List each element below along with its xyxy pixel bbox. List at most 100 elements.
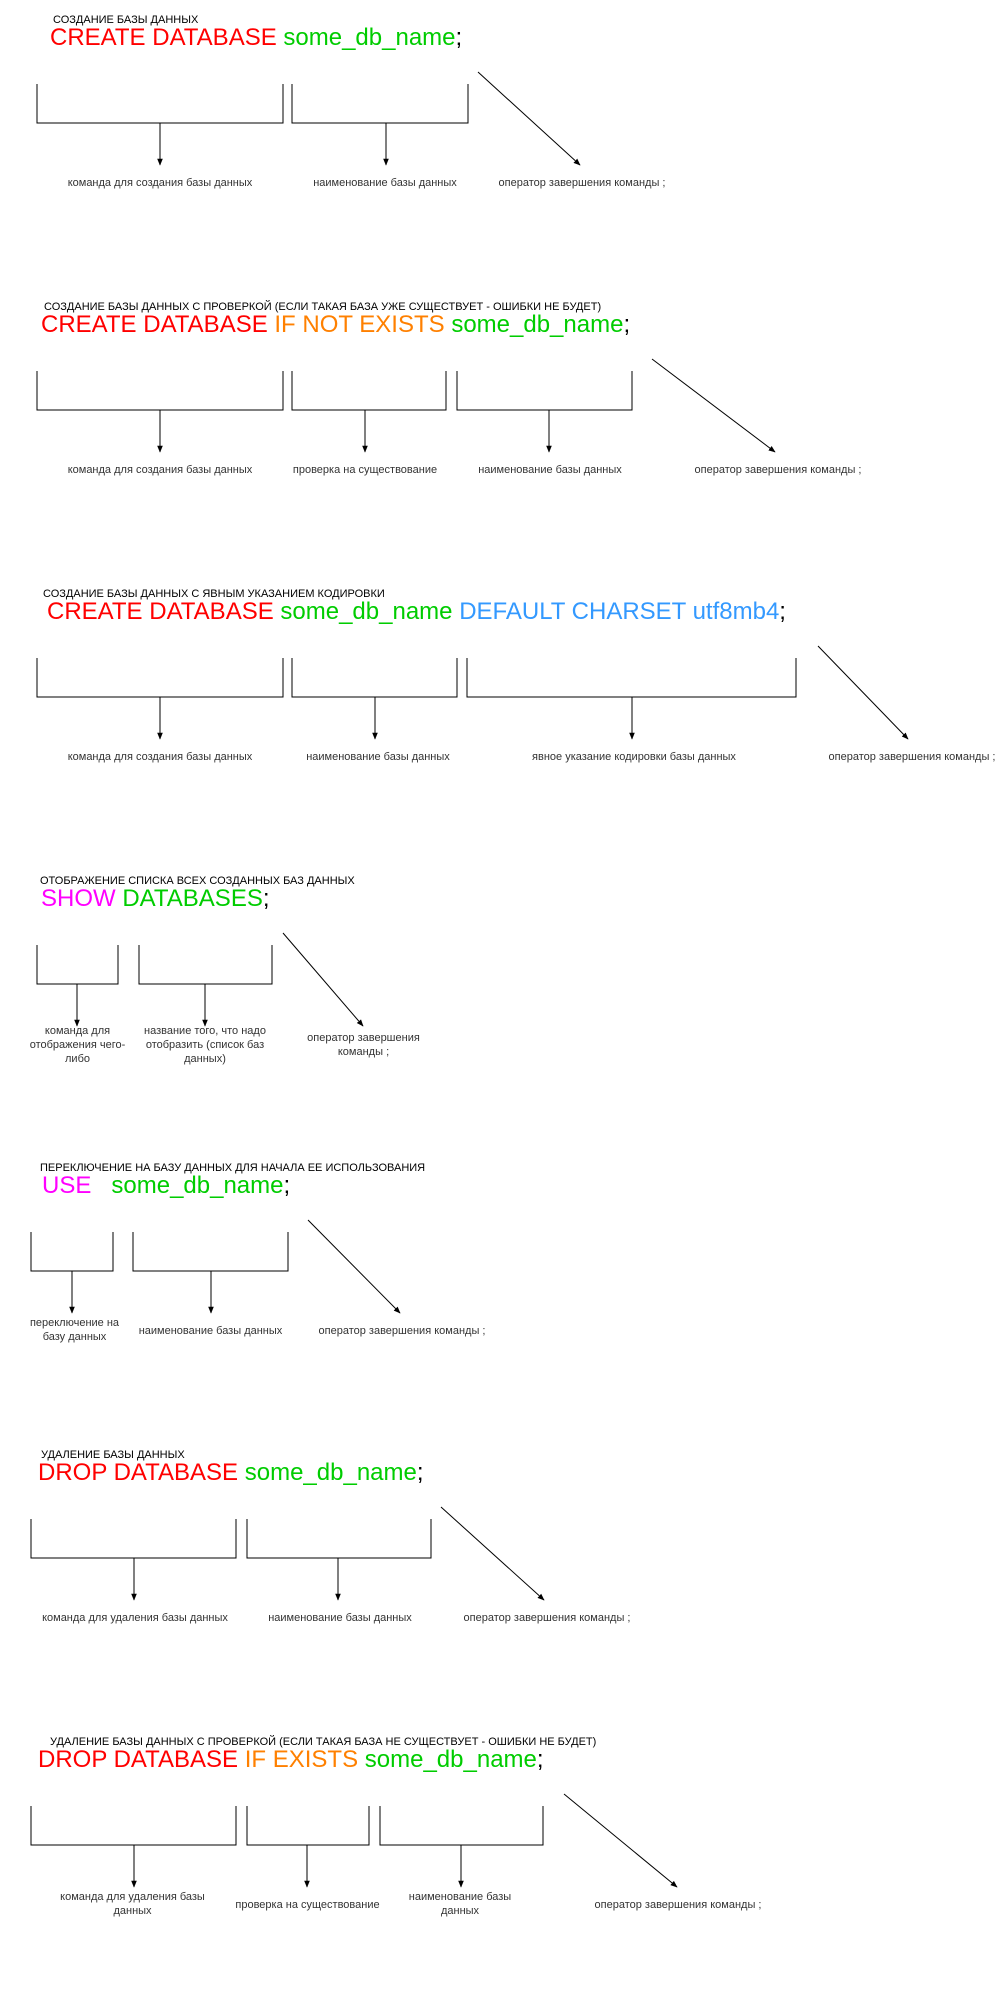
annotation-label: переключение на базу данных	[29, 1317, 120, 1343]
sql-token: ;	[623, 311, 631, 338]
annotation-label: оператор завершения команды ;	[828, 751, 996, 763]
sql-token: ;	[536, 1746, 544, 1773]
section-heading: СОЗДАНИЕ БАЗЫ ДАННЫХ	[53, 14, 199, 26]
sql-statement: SHOW DATABASES;	[41, 885, 270, 913]
section-show-databases: ОТОБРАЖЕНИЕ СПИСКА ВСЕХ СОЗДАННЫХ БАЗ ДА…	[0, 861, 1006, 1148]
bracket	[30, 1806, 237, 1846]
sql-statement: DROP DATABASE some_db_name;	[38, 1459, 424, 1487]
sql-token: DEFAULT CHARSET utf8mb4	[459, 598, 780, 625]
sql-token: ;	[455, 24, 463, 51]
annotation-marks	[30, 1219, 401, 1314]
annotation-label: проверка на существование	[292, 464, 438, 476]
sql-token: SHOW	[41, 885, 116, 912]
annotation-label: проверка на существование	[235, 1899, 380, 1911]
sql-token: CREATE DATABASE	[50, 24, 277, 51]
section-heading: УДАЛЕНИЕ БАЗЫ ДАННЫХ С ПРОВЕРКОЙ (ЕСЛИ Т…	[50, 1736, 597, 1748]
sql-token: DROP DATABASE	[38, 1746, 239, 1773]
annotation-label: оператор завершения команды ;	[498, 177, 666, 189]
pointer-arrow	[307, 1219, 401, 1314]
sql-token: CREATE DATABASE	[47, 598, 274, 625]
sql-statement: CREATE DATABASE some_db_name;	[50, 24, 462, 52]
annotation-label: оператор завершения команды ;	[307, 1032, 420, 1058]
bracket	[246, 1806, 370, 1846]
bracket	[291, 84, 469, 124]
section-create-db-charset: СОЗДАНИЕ БАЗЫ ДАННЫХ С ЯВНЫМ УКАЗАНИЕМ К…	[0, 574, 1006, 861]
sql-statement: USE some_db_name;	[42, 1172, 290, 1200]
sql-token: DATABASES	[122, 885, 263, 912]
sql-token: some_db_name	[451, 311, 624, 338]
bracket	[30, 1519, 237, 1559]
annotation-marks	[36, 71, 581, 166]
bracket	[246, 1519, 432, 1559]
section-heading: СОЗДАНИЕ БАЗЫ ДАННЫХ С ПРОВЕРКОЙ (ЕСЛИ Т…	[44, 301, 602, 313]
section-heading: СОЗДАНИЕ БАЗЫ ДАННЫХ С ЯВНЫМ УКАЗАНИЕМ К…	[43, 588, 385, 600]
bracket	[30, 1232, 114, 1272]
pointer-arrow	[817, 645, 909, 740]
annotation-label: оператор завершения команды ;	[318, 1325, 486, 1337]
annotation-label: команда для создания базы данных	[67, 177, 253, 189]
sql-token: ;	[262, 885, 270, 912]
annotation-label: наименование базы данных	[408, 1891, 512, 1917]
sql-token: CREATE DATABASE	[41, 311, 268, 338]
pointer-arrow	[282, 932, 364, 1027]
annotation-label: оператор завершения команды ;	[463, 1612, 631, 1624]
bracket	[36, 84, 284, 124]
sql-token: some_db_name	[244, 1459, 417, 1486]
pointer-arrow	[651, 358, 776, 453]
section-heading: УДАЛЕНИЕ БАЗЫ ДАННЫХ	[41, 1449, 185, 1461]
sql-statement: CREATE DATABASE IF NOT EXISTS some_db_na…	[41, 311, 630, 339]
bracket	[36, 945, 119, 985]
annotation-label: команда для удаления базы данных	[60, 1891, 205, 1917]
annotation-label: явное указание кодировки базы данных	[532, 751, 736, 763]
bracket	[379, 1806, 544, 1846]
bracket	[291, 371, 447, 411]
sql-token: ;	[416, 1459, 424, 1486]
section-drop-db-if-exists: УДАЛЕНИЕ БАЗЫ ДАННЫХ С ПРОВЕРКОЙ (ЕСЛИ Т…	[0, 1722, 1006, 2009]
bracket	[36, 658, 284, 698]
sql-token: ;	[779, 598, 786, 625]
annotation-label: команда для удаления базы данных	[42, 1612, 228, 1624]
sql-token: some_db_name	[280, 598, 453, 625]
section-heading: ПЕРЕКЛЮЧЕНИЕ НА БАЗУ ДАННЫХ ДЛЯ НАЧАЛА Е…	[40, 1162, 426, 1174]
pointer-arrow	[440, 1506, 545, 1601]
sql-token: some_db_name	[111, 1172, 284, 1199]
annotation-label: наименование базы данных	[138, 1325, 283, 1337]
annotation-label: оператор завершения команды ;	[694, 464, 862, 476]
sql-statement: DROP DATABASE IF EXISTS some_db_name;	[38, 1746, 544, 1774]
section-heading: ОТОБРАЖЕНИЕ СПИСКА ВСЕХ СОЗДАННЫХ БАЗ ДА…	[40, 875, 355, 887]
sql-token: USE	[42, 1172, 92, 1199]
annotation-marks	[30, 1793, 678, 1888]
sql-token: IF EXISTS	[244, 1746, 359, 1773]
annotation-label: команда для создания базы данных	[67, 751, 253, 763]
section-create-db-if-not-exists: СОЗДАНИЕ БАЗЫ ДАННЫХ С ПРОВЕРКОЙ (ЕСЛИ Т…	[0, 287, 1006, 574]
annotation-label: название того, что надо отобразить (спис…	[144, 1025, 266, 1065]
annotation-label: наименование базы данных	[306, 751, 450, 763]
pointer-arrow	[477, 71, 581, 166]
annotation-label: команда для создания базы данных	[67, 464, 253, 476]
bracket	[138, 945, 273, 985]
annotation-label: наименование базы данных	[313, 177, 457, 189]
annotation-marks	[36, 645, 909, 740]
bracket	[291, 658, 458, 698]
annotation-label: наименование базы данных	[478, 464, 622, 476]
sql-token: IF NOT EXISTS	[274, 311, 445, 338]
sql-token: some_db_name	[364, 1746, 537, 1773]
sql-token: some_db_name	[283, 24, 456, 51]
bracket	[456, 371, 633, 411]
pointer-arrow	[563, 1793, 678, 1888]
bracket	[466, 658, 797, 698]
bracket	[36, 371, 284, 411]
annotation-label: наименование базы данных	[268, 1612, 412, 1624]
annotation-marks	[36, 358, 776, 453]
bracket	[132, 1232, 289, 1272]
annotation-label: оператор завершения команды ;	[594, 1899, 762, 1911]
sql-statement: CREATE DATABASE some_db_name DEFAULT CHA…	[47, 598, 786, 626]
annotation-label: команда для отображения чего-либо	[29, 1025, 126, 1065]
annotation-marks	[36, 932, 364, 1027]
sql-token: DROP DATABASE	[38, 1459, 239, 1486]
annotation-marks	[30, 1506, 545, 1601]
section-use-db: ПЕРЕКЛЮЧЕНИЕ НА БАЗУ ДАННЫХ ДЛЯ НАЧАЛА Е…	[0, 1148, 1006, 1435]
